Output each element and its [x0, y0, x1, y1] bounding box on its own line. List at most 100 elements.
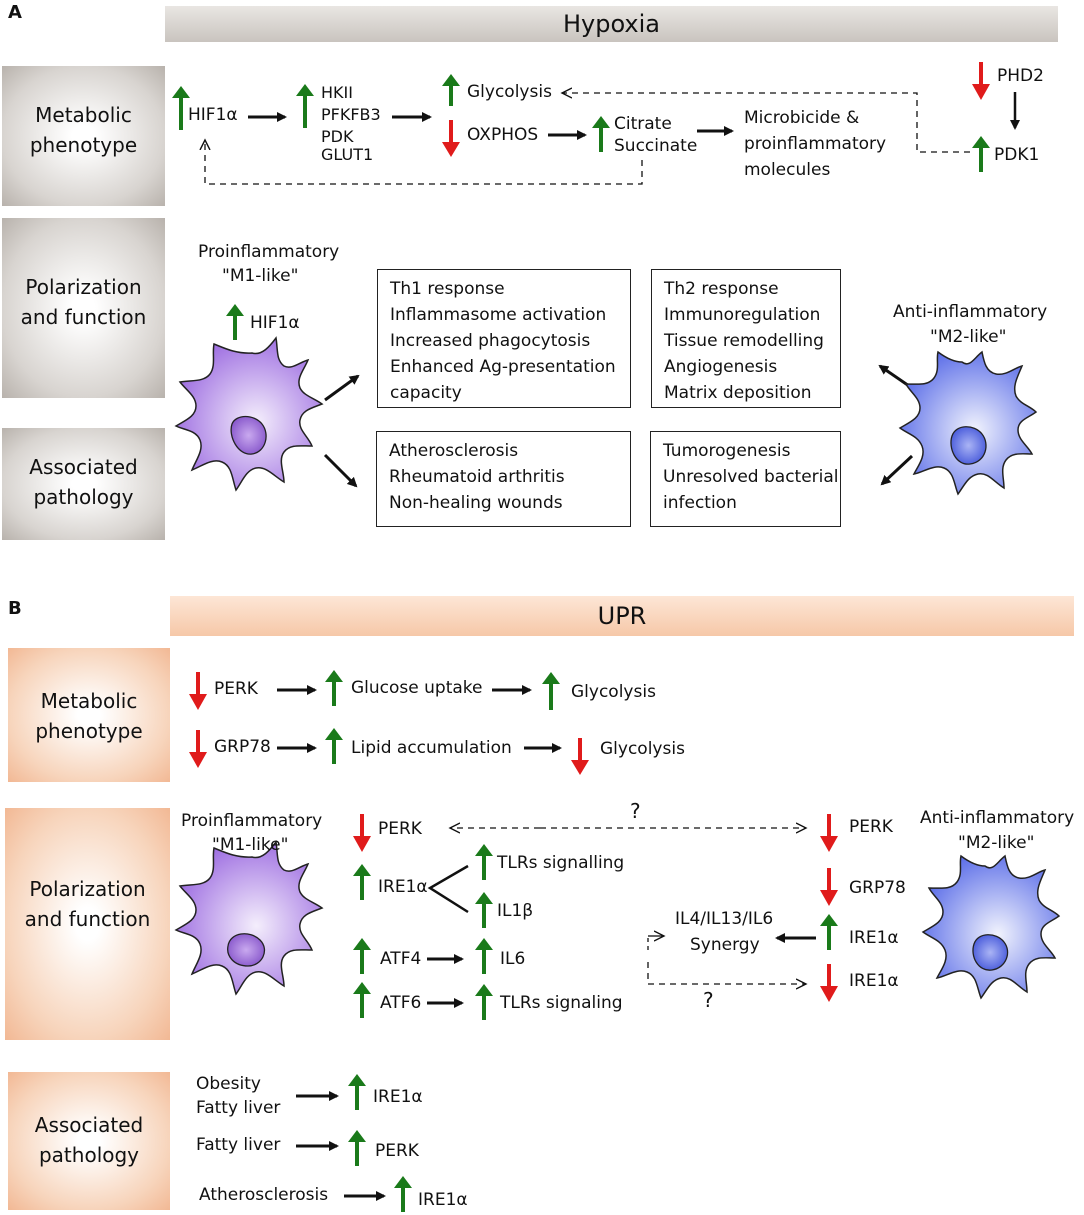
b-ire1a-left: IRE1α — [378, 877, 428, 897]
b-path-perk: PERK — [375, 1141, 419, 1161]
a-dashed-pdk1-glycolysis — [562, 93, 970, 153]
b-m2-label-1: Anti-inflammatory — [920, 808, 1075, 828]
b-m2-label-2: "M2-like" — [958, 833, 1035, 853]
b-tlrs-signalling: TLRs signalling — [497, 853, 625, 873]
a-m2-function-item: Tissue remodelling — [664, 331, 824, 351]
b-obesity: Obesity — [196, 1074, 261, 1094]
a-phd2: PHD2 — [997, 66, 1044, 86]
a-citrate: Citrate — [614, 114, 672, 134]
panel-a-title: Hypoxia — [562, 10, 660, 38]
a-oxphos: OXPHOS — [467, 125, 539, 145]
a-m1-pathology-item: Atherosclerosis — [389, 441, 519, 461]
b-lipid: Lipid accumulation — [351, 738, 512, 758]
b-fatty-liver-2: Fatty liver — [196, 1135, 281, 1155]
a-m1-pathology-item: Rheumatoid arthritis — [389, 467, 565, 487]
b-up-arrow-atf6 — [353, 982, 371, 1018]
a-m1-label-2: "M1-like" — [222, 266, 299, 286]
a-glycolysis: Glycolysis — [467, 82, 552, 102]
a-dashed-succinate-hif1a — [205, 140, 643, 185]
b-question-bottom: ? — [703, 988, 714, 1012]
a-m1-function-item: Enhanced Ag-presentation — [390, 357, 616, 377]
b-up-arrow-il1b — [475, 892, 493, 928]
panel-b-row-metabolic-label: Metabolic phenotype — [35, 689, 143, 743]
b-down-arrow-grp78-right — [820, 868, 838, 906]
panel-a-row-pathology-bg — [2, 428, 165, 540]
a-arrow-m1-pathology — [323, 453, 358, 488]
panel-b-letter: B — [8, 598, 22, 619]
b-dashed-synergy-ire1a — [647, 962, 806, 984]
a-m1-pathology-box: Atherosclerosis Rheumatoid arthritis Non… — [376, 431, 631, 527]
a-m2-function-box: Th2 response Immunoregulation Tissue rem… — [651, 269, 841, 408]
panel-b-row-metabolic-bg — [8, 648, 170, 782]
a-m1-function-item: Inflammasome activation — [390, 305, 607, 325]
b-up-arrow-atf4 — [353, 938, 371, 974]
a-succinate: Succinate — [614, 136, 698, 156]
b-up-arrow-lipid — [325, 728, 343, 764]
b-up-arrow-tlrs-1 — [475, 844, 493, 880]
a-m2-function-item: Angiogenesis — [664, 357, 778, 377]
a-up-arrow-m1-hif1a — [226, 304, 244, 340]
a-m2-function-item: Immunoregulation — [664, 305, 821, 325]
a-hkii: HKII — [321, 83, 353, 102]
panel-a-row-metabolic-bg — [2, 66, 165, 206]
a-pfkfb3: PFKFB3 — [321, 105, 381, 124]
b-path-ire1a-2: IRE1α — [418, 1190, 468, 1210]
b-il6: IL6 — [500, 949, 526, 969]
panel-a-row-polarization-label: Polarization and function — [20, 275, 147, 329]
panel-a-row-pathology-label: Associated pathology — [29, 455, 138, 509]
panel-a-row-metabolic-label: Metabolic phenotype — [29, 103, 138, 157]
a-up-arrow-glycolysis — [442, 74, 460, 106]
b-perk: PERK — [214, 679, 258, 699]
a-m2-function-item: Th2 response — [664, 279, 779, 299]
a-glut1: GLUT1 — [321, 145, 374, 164]
b-up-arrow-ire1a-right — [820, 914, 838, 950]
b-down-arrow-glycolysis — [571, 738, 589, 775]
a-hif1a: HIF1α — [188, 105, 238, 125]
panel-b-title-bar: UPR — [170, 596, 1074, 636]
b-up-arrow-glycolysis — [542, 672, 560, 710]
b-m2-macrophage-cell — [921, 854, 1061, 1000]
b-il1b: IL1β — [497, 901, 534, 921]
a-down-arrow-phd2 — [972, 62, 990, 100]
b-m1-macrophage-cell — [174, 840, 324, 996]
a-m1-pathology-item: Non-healing wounds — [389, 493, 563, 513]
b-down-arrow-grp78 — [189, 730, 207, 768]
a-up-arrow-pdk1 — [972, 136, 990, 172]
b-down-arrow-ire1a-right — [820, 964, 838, 1002]
a-pdk1: PDK1 — [994, 145, 1040, 165]
a-up-arrow-citrate — [592, 116, 610, 152]
b-tlrs-signaling: TLRs signaling — [500, 993, 623, 1013]
a-arrow-m1-function — [324, 374, 360, 402]
a-m1-function-box: Th1 response Inflammasome activation Inc… — [377, 269, 631, 408]
b-fatty-liver-1: Fatty liver — [196, 1098, 281, 1118]
b-up-arrow-ire1a-left — [353, 864, 371, 900]
a-microbicide-1: Microbicide & — [744, 108, 860, 128]
b-up-arrow-path-perk — [348, 1130, 366, 1166]
b-grp78: GRP78 — [214, 737, 271, 757]
a-pdk: PDK — [321, 127, 354, 146]
b-grp78-right: GRP78 — [849, 878, 906, 898]
b-m1-label-1: Proinflammatory — [181, 811, 323, 831]
a-m2-label-1: Anti-inflammatory — [893, 302, 1048, 322]
b-path-ire1a-1: IRE1α — [373, 1087, 423, 1107]
b-glycolysis-2: Glycolysis — [600, 739, 685, 759]
b-synergy-2: Synergy — [690, 935, 760, 955]
a-m1-label-1: Proinflammatory — [198, 242, 340, 262]
a-m2-pathology-item: infection — [663, 493, 737, 513]
a-up-arrow-hkii — [296, 84, 314, 128]
panel-b-row-polarization-bg — [5, 808, 170, 1040]
b-up-arrow-path-ire1a-1 — [348, 1074, 366, 1110]
a-up-arrow-hif1a — [172, 86, 190, 130]
a-m1-function-item: capacity — [390, 383, 462, 403]
panel-b-title: UPR — [597, 602, 647, 630]
b-question-top: ? — [630, 799, 641, 823]
b-ire1a-right-up: IRE1α — [849, 928, 899, 948]
b-up-arrow-path-ire1a-2 — [394, 1176, 412, 1212]
b-down-arrow-perk-left — [353, 814, 371, 852]
a-down-arrow-oxphos — [442, 120, 460, 157]
b-down-arrow-perk — [189, 672, 207, 710]
b-glycolysis-1: Glycolysis — [571, 682, 656, 702]
a-m2-label-2: "M2-like" — [930, 327, 1007, 347]
b-atf6: ATF6 — [380, 993, 422, 1013]
a-m1-function-item: Increased phagocytosis — [390, 331, 591, 351]
